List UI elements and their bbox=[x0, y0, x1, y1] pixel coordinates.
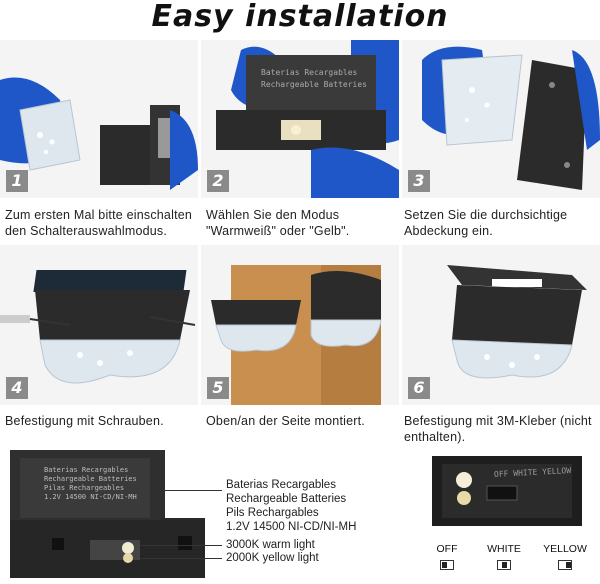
battery-spec-line-3: Pils Rechargables bbox=[226, 507, 319, 519]
step-1-photo: 1 bbox=[0, 40, 198, 198]
battery-spec-line-4: 1.2V 14500 NI-CD/NI-MH bbox=[226, 521, 357, 533]
step-3-illustration bbox=[402, 40, 600, 198]
step-3-caption-line-2: Abdeckung ein. bbox=[404, 224, 493, 238]
step-1-caption-line-1: Zum ersten Mal bitte einschalten bbox=[5, 208, 193, 222]
step-3-badge: 3 bbox=[408, 170, 430, 192]
step-6-caption: Befestigung mit 3M-Kleber (nicht enthalt… bbox=[404, 413, 599, 445]
step-3-caption: Setzen Sie die durchsichtige Abdeckung e… bbox=[404, 207, 599, 239]
battery-label-text: Baterias Recargables Rechargeable Batter… bbox=[44, 466, 154, 502]
step-1-illustration bbox=[0, 40, 198, 198]
step-4-caption-line-1: Befestigung mit Schrauben. bbox=[5, 414, 164, 428]
step-3-caption-line-1: Setzen Sie die durchsichtige bbox=[404, 208, 568, 222]
step-4-illustration bbox=[0, 245, 198, 405]
switch-off-icon bbox=[440, 560, 454, 570]
step-1-caption: Zum ersten Mal bitte einschalten den Sch… bbox=[5, 207, 200, 239]
step-6-caption-line-1: Befestigung mit 3M-Kleber (nicht bbox=[404, 414, 592, 428]
step-4-caption: Befestigung mit Schrauben. bbox=[5, 413, 200, 429]
spec-leader-battery bbox=[160, 490, 222, 491]
step-1-caption-line-2: den Schalterauswahlmodus. bbox=[5, 224, 168, 238]
battery-label-line-1: Baterias Recargables bbox=[44, 466, 129, 474]
switch-closeup-illustration bbox=[432, 456, 582, 526]
step-5-photo: 5 bbox=[201, 245, 399, 405]
battery-housing-photo: Baterias Recargables Rechargeable Batter… bbox=[0, 448, 210, 582]
step-2-photo: Baterias Recargables Rechargeable Batter… bbox=[201, 40, 399, 198]
step-6-photo: 6 bbox=[402, 245, 600, 405]
warm-light-spec: 3000K warm light bbox=[226, 539, 315, 551]
battery-label-line-2: Rechargeable Batteries bbox=[44, 475, 137, 483]
step-3-photo: 3 bbox=[402, 40, 600, 198]
spec-leader-warm bbox=[140, 545, 222, 546]
step-5-caption: Oben/an der Seite montiert. bbox=[206, 413, 401, 429]
switch-yellow-icon bbox=[558, 560, 572, 570]
battery-housing-illustration bbox=[10, 450, 205, 578]
yellow-light-spec: 2000K yellow light bbox=[226, 552, 319, 564]
battery-spec: Baterias Recargables Rechargeable Batter… bbox=[226, 478, 406, 534]
battery-spec-line-1: Baterias Recargables bbox=[226, 479, 336, 491]
step-6-caption-line-2: enthalten). bbox=[404, 430, 466, 444]
switch-closeup-photo: OFF WHITE YELLOW bbox=[432, 456, 582, 526]
step-2-caption: Wählen Sie den Modus "Warmweiß" oder "Ge… bbox=[206, 207, 401, 239]
step-2-badge: 2 bbox=[207, 170, 229, 192]
step-6-illustration bbox=[402, 245, 600, 405]
step-4-photo: 4 bbox=[0, 245, 198, 405]
switch-white-icon bbox=[497, 560, 511, 570]
battery-spec-line-2: Rechargeable Batteries bbox=[226, 493, 347, 505]
spec-leader-yellow bbox=[140, 558, 222, 559]
step-6-badge: 6 bbox=[408, 377, 430, 399]
switch-mode-off-label: OFF bbox=[436, 543, 458, 555]
svg-text:Rechargeable Batteries: Rechargeable Batteries bbox=[261, 80, 367, 89]
step-5-illustration bbox=[201, 245, 399, 405]
battery-label-line-3: Pilas Rechargeables bbox=[44, 484, 125, 492]
page-title: Easy installation bbox=[151, 0, 449, 34]
step-5-badge: 5 bbox=[207, 377, 229, 399]
step-5-caption-line-1: Oben/an der Seite montiert. bbox=[206, 414, 365, 428]
battery-label-line-4: 1.2V 14500 NI-CD/NI-MH bbox=[44, 493, 137, 501]
step-1-badge: 1 bbox=[6, 170, 28, 192]
step-2-illustration: Baterias Recargables Rechargeable Batter… bbox=[201, 40, 399, 198]
step-2-caption-line-1: Wählen Sie den Modus bbox=[206, 208, 340, 222]
step-4-badge: 4 bbox=[6, 377, 28, 399]
svg-text:Baterias Recargables: Baterias Recargables bbox=[261, 68, 358, 77]
switch-mode-white-label: WHITE bbox=[487, 543, 521, 555]
switch-mode-yellow-label: YELLOW bbox=[543, 543, 587, 555]
step-2-caption-line-2: "Warmweiß" oder "Gelb". bbox=[206, 224, 350, 238]
